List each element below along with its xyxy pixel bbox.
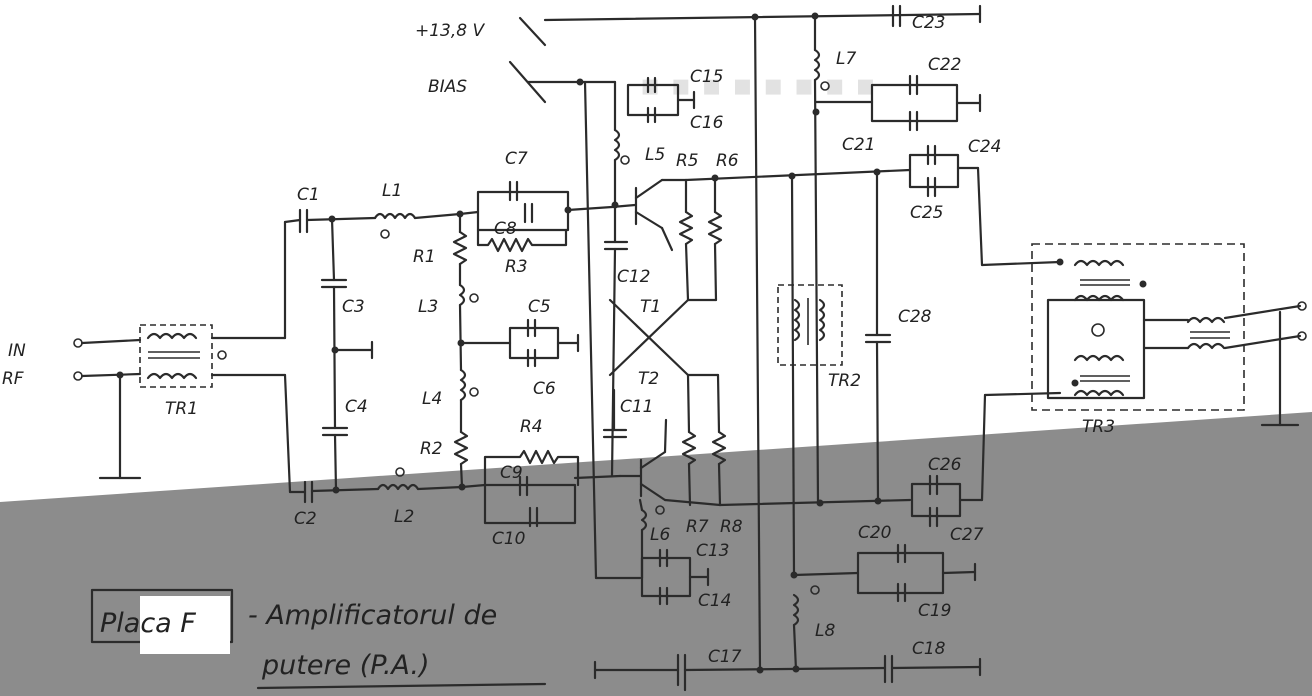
r1-label: R1 (413, 247, 436, 267)
tr1-label: TR1 (165, 399, 198, 419)
c17-label: C17 (708, 647, 742, 667)
tr2-label: TR2 (828, 371, 861, 391)
c22-label: C22 (928, 55, 962, 75)
r6-label: R6 (716, 151, 739, 171)
l4-label: L4 (422, 389, 442, 409)
caption: Placa F - Amplificatorul de putere (P.A.… (90, 588, 547, 690)
l5-label: L5 (645, 145, 665, 165)
l7-label: L7 (836, 49, 856, 69)
input-label-in: IN (8, 341, 26, 361)
c20-label: C20 (858, 523, 892, 543)
c1-label: C1 (297, 185, 320, 205)
tr3-transformer: TR3 (1031, 243, 1307, 437)
c16-label: C16 (690, 113, 724, 133)
c19-label: C19 (918, 601, 952, 621)
output-section: L7 C22 C21 C24 C25 TR2 C28 (593, 14, 1062, 692)
supply-section: +13,8 V BIAS C23 (415, 4, 982, 104)
c7-label: C7 (505, 149, 528, 169)
c2-label: C2 (294, 509, 317, 529)
l6-label: L6 (650, 525, 670, 545)
c15-label: C15 (690, 67, 724, 87)
c5-label: C5 (528, 297, 551, 317)
caption-line-1: - Amplificatorul de (248, 600, 497, 631)
caption-line-2: putere (P.A.) (261, 650, 430, 681)
input-section: IN RF TR1 (2, 220, 292, 494)
l2-label: L2 (394, 507, 414, 527)
input-label-rf: RF (2, 369, 24, 389)
c6-label: C6 (533, 379, 556, 399)
r7-label: R7 (686, 517, 709, 537)
tr3-label: TR3 (1082, 417, 1115, 437)
c23-label: C23 (912, 13, 946, 33)
bias-label: BIAS (428, 77, 467, 97)
bleed-through-text: ▪ ▪ ▪ ▪ ▪ ▪ ▪ ▪ (640, 68, 876, 103)
c21-label: C21 (842, 135, 876, 155)
c3-label: C3 (342, 297, 365, 317)
c25-label: C25 (910, 203, 944, 223)
c9-label: C9 (500, 463, 523, 483)
l1-label: L1 (382, 181, 402, 201)
c8-label: C8 (494, 219, 517, 239)
t2-label: T2 (638, 369, 659, 389)
c12-label: C12 (617, 267, 651, 287)
c14-label: C14 (698, 591, 732, 611)
c10-label: C10 (492, 529, 526, 549)
c13-label: C13 (696, 541, 730, 561)
r5-label: R5 (676, 151, 699, 171)
l8-label: L8 (815, 621, 835, 641)
c4-label: C4 (345, 397, 368, 417)
scan-shadow-band (0, 412, 1312, 696)
c27-label: C27 (950, 525, 984, 545)
c11-label: C11 (620, 397, 654, 417)
c18-label: C18 (912, 639, 946, 659)
transistors: T1 C12 T2 C11 R5 R6 (583, 80, 743, 611)
c24-label: C24 (968, 137, 1002, 157)
r8-label: R8 (720, 517, 743, 537)
caption-box-text: Placa F (100, 608, 196, 639)
r4-label: R4 (520, 417, 543, 437)
base-networks: C7 C8 R3 R4 C9 C10 (458, 149, 622, 549)
c28-label: C28 (898, 307, 932, 327)
supply-voltage-label: +13,8 V (415, 21, 485, 41)
r3-label: R3 (505, 257, 528, 277)
t1-label: T1 (640, 297, 661, 317)
bias-decoupling: C15 C16 L5 (611, 67, 724, 209)
input-matching: C1 L1 C3 C4 C2 L2 R1 (283, 181, 580, 529)
c26-label: C26 (928, 455, 962, 475)
r2-label: R2 (420, 439, 443, 459)
l3-label: L3 (418, 297, 438, 317)
